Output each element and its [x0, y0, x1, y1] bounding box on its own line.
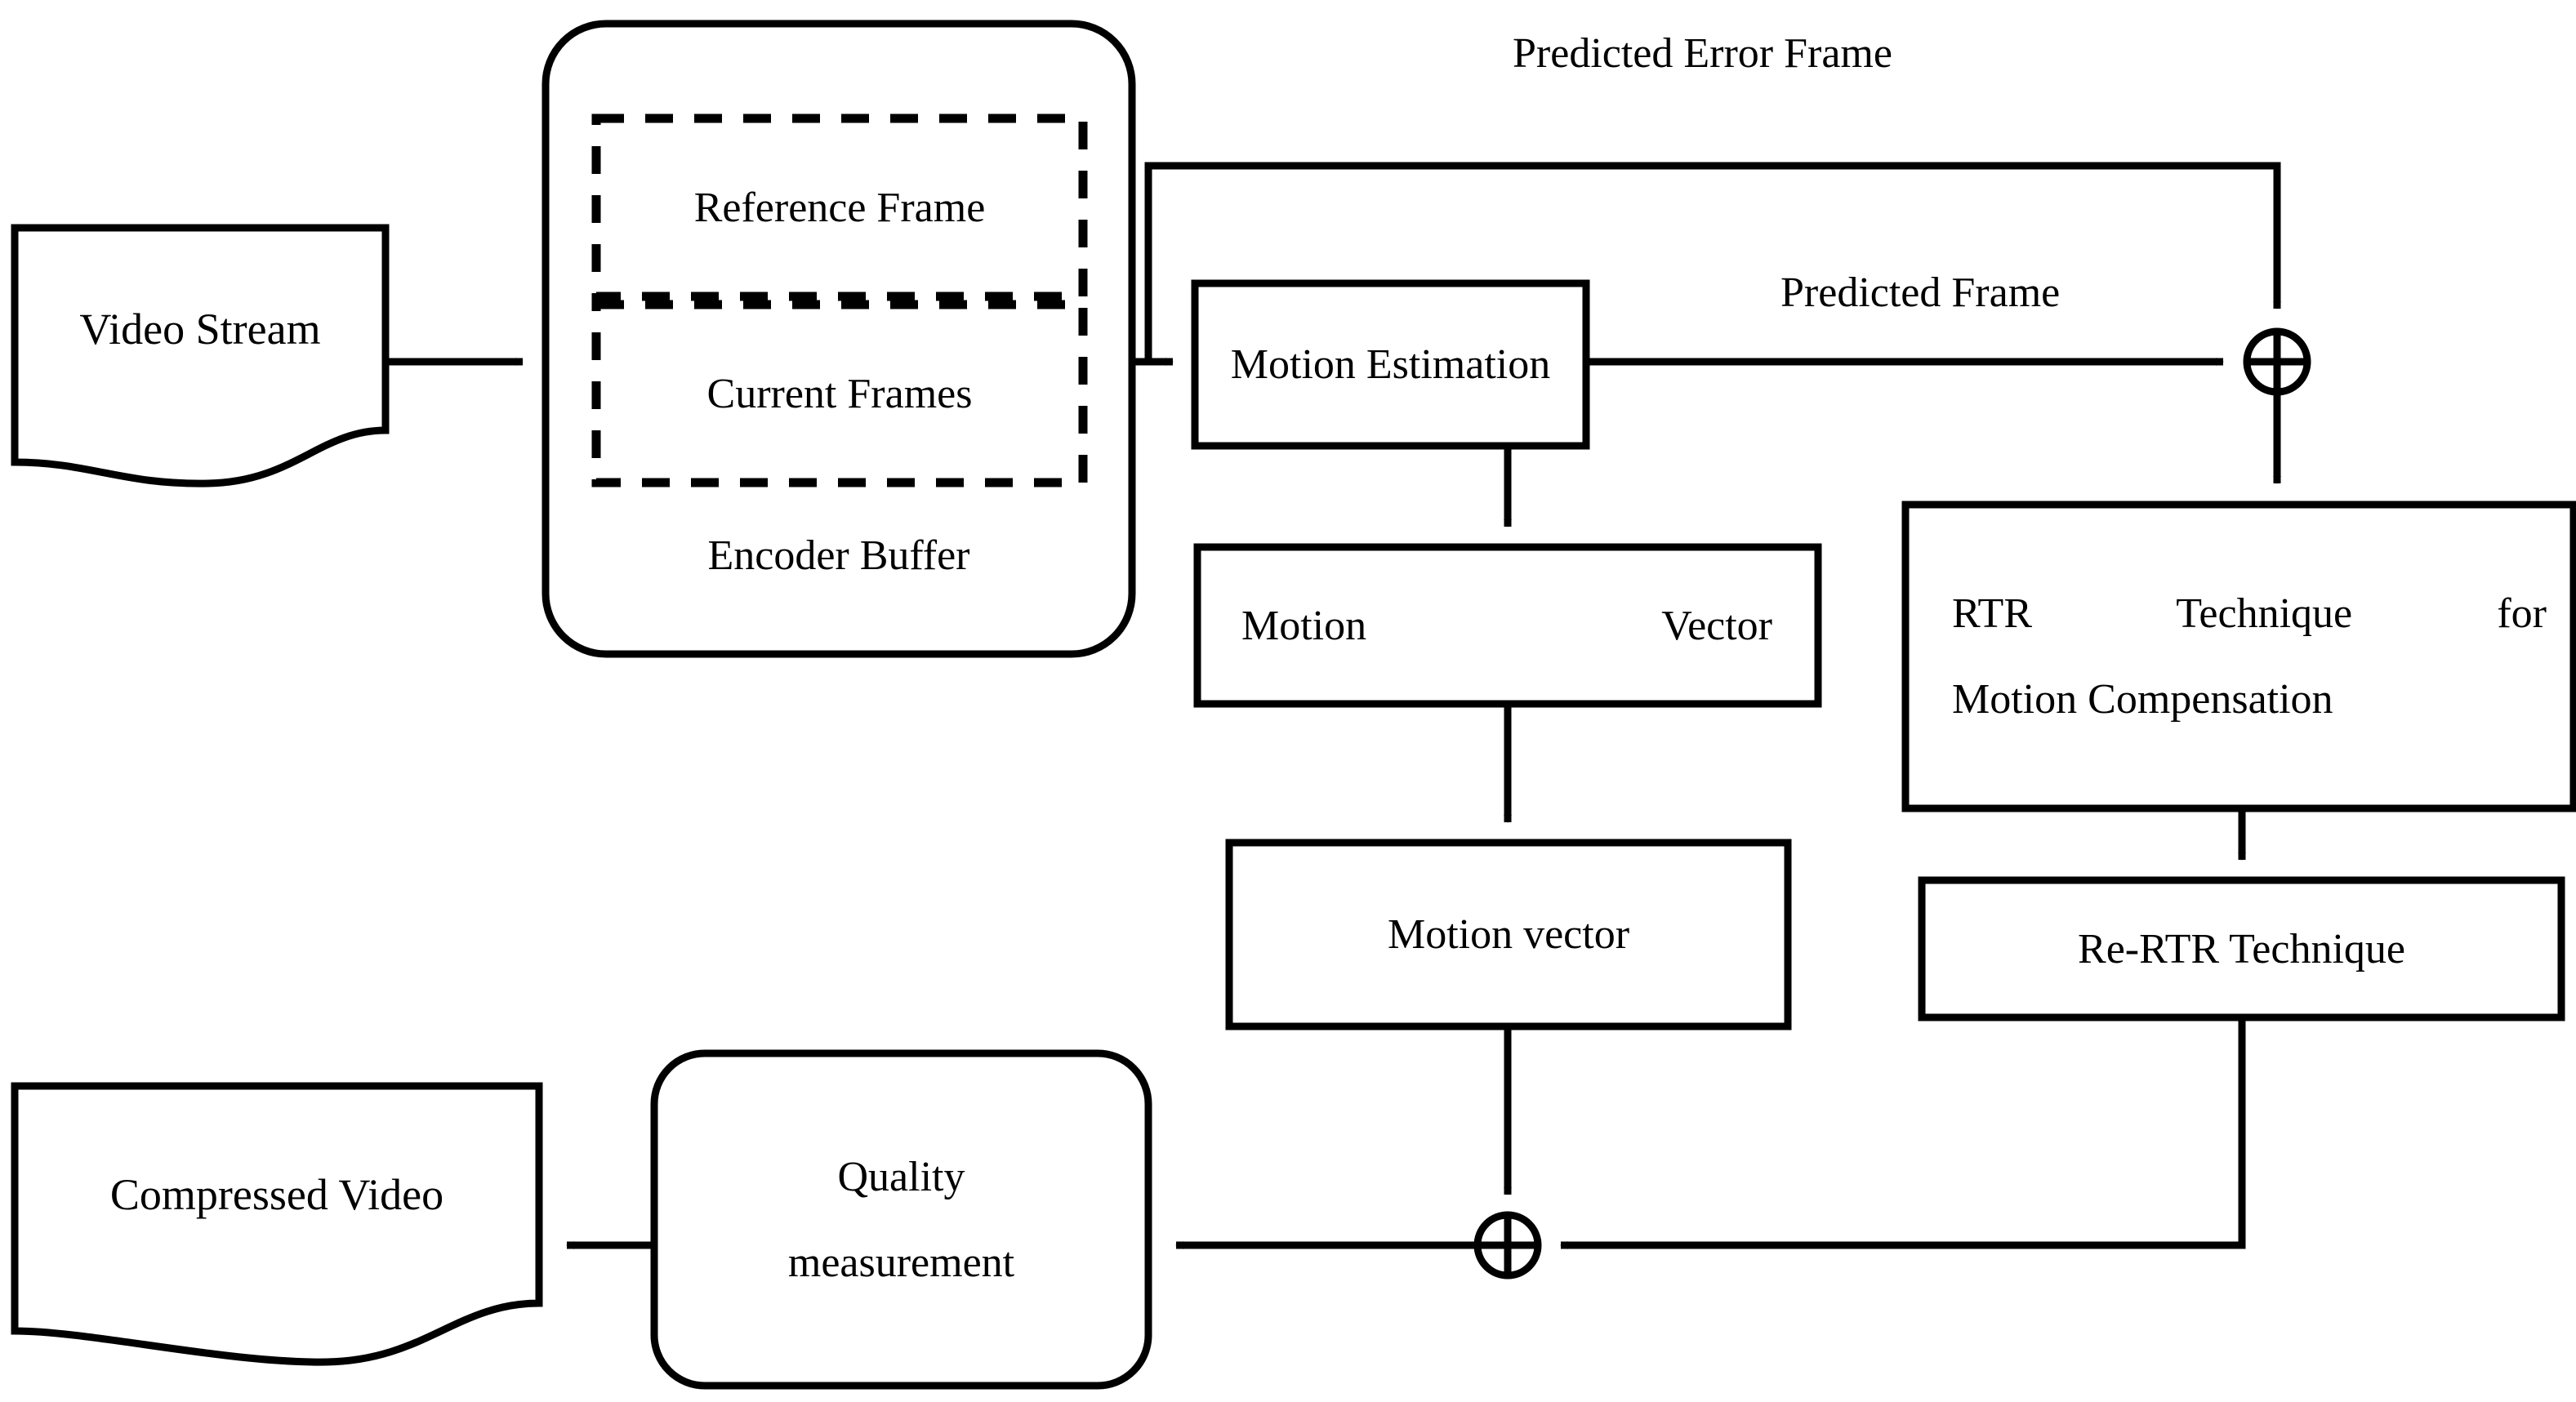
- edge-rertr-to-sum: [1560, 1017, 2246, 1249]
- video-stream-shape: [11, 224, 390, 487]
- motion-vector-bottom-shape: [1225, 839, 1792, 1030]
- quality-measurement-shape: [650, 1049, 1152, 1390]
- current-frames-shape: [591, 300, 1088, 487]
- sum-bottom-symbol: [1473, 1211, 1542, 1280]
- sum-top-symbol: [2243, 327, 2311, 396]
- rtr-technique-shape: [1901, 501, 2576, 812]
- motion-vector-top-shape: [1193, 543, 1822, 708]
- reference-frame-shape: [591, 113, 1088, 301]
- edge-predicted-error-frame: [1144, 162, 2281, 362]
- encoder-buffer-shape: [541, 20, 1136, 658]
- re-rtr-technique-shape: [1918, 876, 2565, 1021]
- motion-estimation-shape: [1191, 279, 1590, 450]
- compressed-video-shape: [11, 1082, 543, 1366]
